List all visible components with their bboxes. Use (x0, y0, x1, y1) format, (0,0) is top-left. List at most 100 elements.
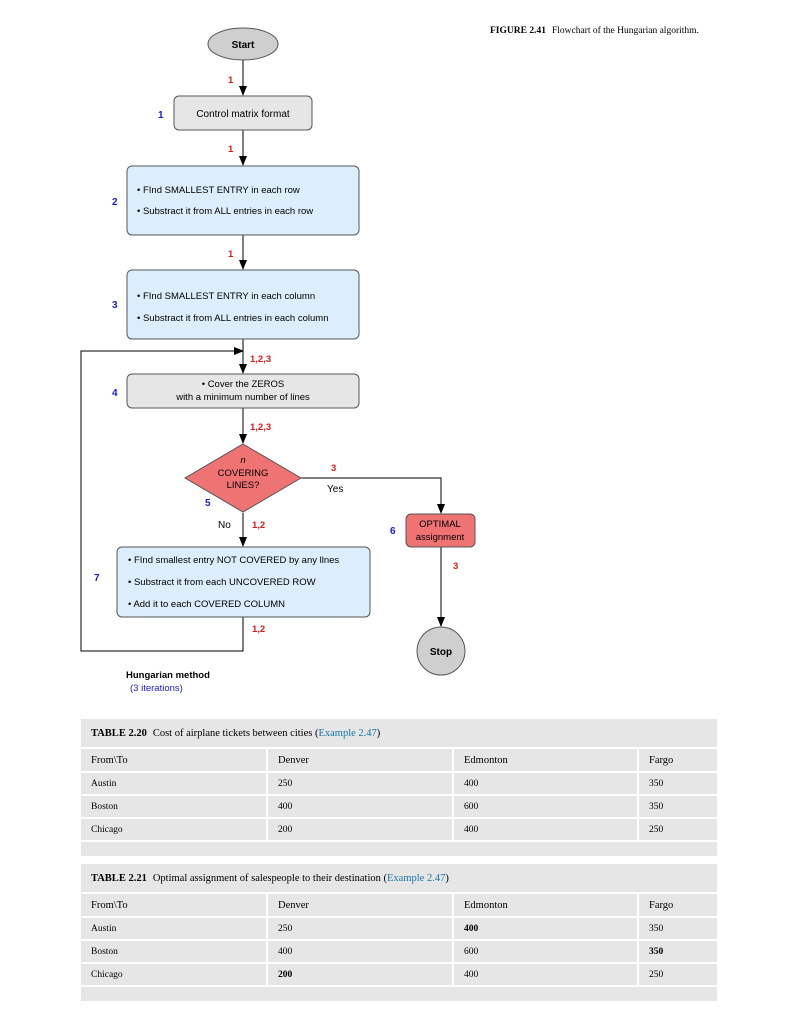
figure-label: FIGURE 2.41 (490, 26, 546, 36)
table-2-21: TABLE 2.21 Optimal assignment of salespe… (81, 864, 717, 1001)
figure-caption: FIGURE 2.41 Flowchart of the Hungarian al… (490, 25, 718, 37)
step-2-box (126, 165, 360, 236)
table-cell: 400 (452, 916, 637, 939)
step-7-line-3: • Add it to each COVERED COLUMN (128, 599, 285, 610)
table-header-cell: Fargo (637, 747, 717, 771)
step-3-line-2: • Substract it from ALL entries in each … (137, 313, 328, 324)
table-cell: 250 (266, 771, 452, 794)
table-row: Austin 250 400 350 (81, 916, 717, 939)
table-cell: 350 (637, 771, 717, 794)
table-cell: 400 (452, 817, 637, 840)
table-cell: 400 (266, 939, 452, 962)
table-2-20-title: TABLE 2.20 Cost of airplane tickets betw… (81, 719, 717, 747)
iteration-label-yes: 3 (331, 463, 336, 474)
step-7-line-1: • FInd smallest entry NOT COVERED by any… (128, 555, 339, 566)
hungarian-flowchart: Start Control matrix format 1 • FInd SMA… (80, 27, 476, 676)
table-header-cell: Denver (266, 747, 452, 771)
table-cell: 250 (637, 817, 717, 840)
table-header-cell: Denver (266, 892, 452, 916)
step-7-box (116, 546, 371, 618)
table-cell: 250 (266, 916, 452, 939)
table-cell: 400 (266, 794, 452, 817)
table-row: Boston 400 600 350 (81, 794, 717, 817)
step-4-number: 4 (112, 388, 118, 399)
table-row: Chicago 200 400 250 (81, 817, 717, 840)
table-cell: 200 (266, 962, 452, 985)
iteration-label-start: 1 (228, 75, 234, 86)
step-4-line-2: with a minimum number of lines (175, 392, 310, 403)
table-cell: 350 (637, 794, 717, 817)
table-footer-band (81, 985, 717, 1001)
table-header-cell: Edmonton (452, 892, 637, 916)
table-header-cell: Fargo (637, 892, 717, 916)
table-2-20-title-close: ) (376, 727, 381, 739)
table-cell: 600 (452, 939, 637, 962)
table-header-cell: Edmonton (452, 747, 637, 771)
iteration-label-into-4: 1,2,3 (250, 354, 271, 365)
table-cell: Boston (81, 939, 266, 962)
table-row: Chicago 200 400 250 (81, 962, 717, 985)
method-title: Hungarian method (126, 670, 210, 681)
table-header-cell: From\To (81, 747, 266, 771)
step-3-box (126, 269, 360, 340)
no-label: No (218, 520, 231, 531)
iteration-label-4-5: 1,2,3 (250, 422, 271, 433)
start-label: Start (232, 40, 255, 51)
method-subtitle: (3 iterations) (130, 683, 183, 694)
stop-label: Stop (430, 647, 452, 658)
table-cell: Austin (81, 771, 266, 794)
step-3-number: 3 (112, 300, 118, 311)
table-cell: Chicago (81, 962, 266, 985)
step-1-box (173, 95, 313, 131)
table-cell: Boston (81, 794, 266, 817)
table-cell: 400 (452, 962, 637, 985)
step-6-line-1: OPTIMAL (419, 519, 461, 530)
iteration-label-no: 1,2 (252, 520, 265, 531)
yes-label: Yes (327, 484, 343, 495)
step-1-label: Control matrix format (196, 109, 290, 120)
step-5-decision (184, 443, 302, 513)
table-header-row: From\To Denver Edmonton Fargo (81, 747, 717, 771)
step-6-number: 6 (390, 526, 396, 537)
step-6-box (405, 513, 476, 548)
table-2-21-title-text: Optimal assignment of salespeople to the… (152, 872, 387, 884)
start-terminal (207, 27, 279, 61)
table-row: Austin 250 400 350 (81, 771, 717, 794)
step-5-number: 5 (205, 498, 211, 509)
step-5-n: n (240, 455, 245, 466)
step-7-number: 7 (94, 573, 100, 584)
step-4-line-1: • Cover the ZEROS (202, 379, 285, 390)
table-2-20: TABLE 2.20 Cost of airplane tickets betw… (81, 719, 717, 856)
table-cell: 350 (637, 916, 717, 939)
iteration-label-2-3: 1 (228, 249, 234, 260)
table-footer-band (81, 840, 717, 856)
table-2-20-number: TABLE 2.20 (91, 727, 147, 739)
table-cell: Austin (81, 916, 266, 939)
step-7-line-2: • Substract it from each UNCOVERED ROW (128, 577, 316, 588)
step-2-number: 2 (112, 197, 118, 208)
figure-caption-text: Flowchart of the Hungarian algorithm. (551, 26, 699, 36)
table-2-21-title-close: ) (445, 872, 449, 884)
table-2-21-example-link[interactable]: Example 2.47 (387, 872, 446, 884)
table-cell: 250 (637, 962, 717, 985)
table-cell: 200 (266, 817, 452, 840)
step-3-line-1: • FInd SMALLEST ENTRY in each column (137, 291, 315, 302)
step-6-line-2: assignment (416, 532, 465, 543)
iteration-label-6-stop: 3 (453, 561, 458, 572)
step-5-line-3: LINES? (227, 480, 260, 491)
step-1-number: 1 (158, 110, 164, 121)
table-2-20-example-link[interactable]: Example 2.47 (318, 727, 377, 739)
step-5-line-2: COVERING (218, 468, 269, 479)
table-cell: 400 (452, 771, 637, 794)
connector-lines (80, 60, 445, 652)
stop-terminal (416, 626, 466, 676)
iteration-label-loop: 1,2 (252, 624, 265, 635)
table-cell: Chicago (81, 817, 266, 840)
table-row: Boston 400 600 350 (81, 939, 717, 962)
iteration-label-1-2: 1 (228, 144, 234, 155)
table-cell: 350 (637, 939, 717, 962)
table-2-21-number: TABLE 2.21 (91, 872, 147, 884)
table-2-21-title: TABLE 2.21 Optimal assignment of salespe… (81, 864, 717, 892)
table-2-20-title-text: Cost of airplane tickets between cities … (152, 727, 319, 739)
table-cell: 600 (452, 794, 637, 817)
